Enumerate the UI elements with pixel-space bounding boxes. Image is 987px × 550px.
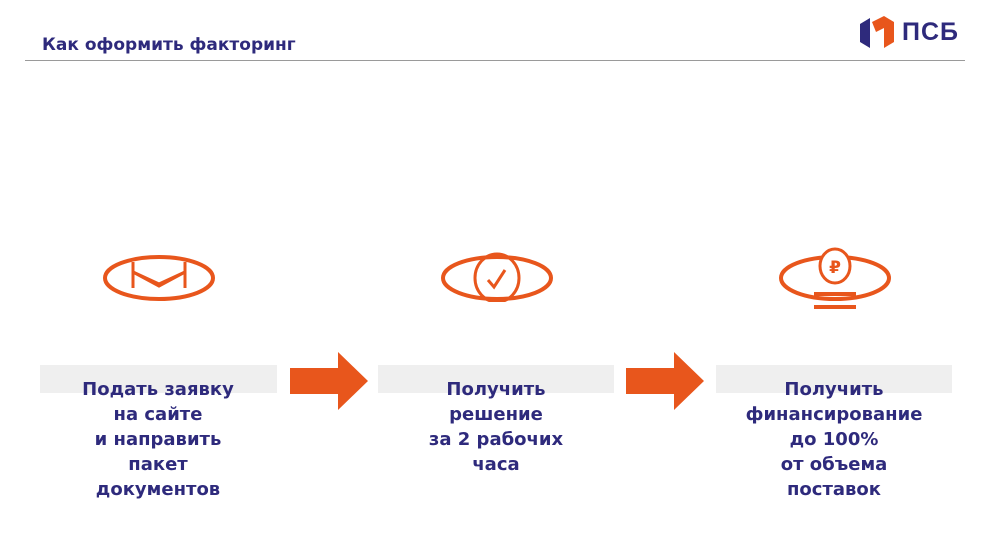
- step-1-text: Подать заявку на сайте и направить пакет…: [40, 377, 276, 502]
- step-3-text: Получить финансирование до 100% от объем…: [716, 377, 952, 502]
- step-2-box: [378, 365, 614, 393]
- title-divider: [25, 60, 965, 61]
- step-line: решение: [449, 404, 543, 425]
- step-line: часа: [472, 454, 520, 475]
- envelope-icon: [103, 255, 215, 301]
- page-title: Как оформить факторинг: [42, 35, 296, 55]
- step-3-box: [716, 365, 952, 393]
- arrow-right-icon: [290, 352, 368, 410]
- step-line: пакет: [128, 454, 188, 475]
- psb-logo: ПСБ: [860, 16, 959, 48]
- step-line: и направить: [94, 429, 222, 450]
- step-line: Получить: [446, 379, 546, 400]
- logo-text: ПСБ: [902, 17, 959, 46]
- step-line: за 2 рабочих: [428, 429, 564, 450]
- svg-text:₽: ₽: [829, 258, 841, 278]
- step-2-text: Получить решение за 2 рабочих часа: [378, 377, 614, 477]
- ruble-coin-icon: ₽: [779, 247, 891, 309]
- psb-logo-icon: [860, 16, 894, 48]
- step-line: на сайте: [113, 404, 203, 425]
- step-line: финансирование: [745, 404, 923, 425]
- step-line: поставок: [786, 479, 882, 500]
- step-line: Получить: [784, 379, 884, 400]
- step-line: Подать заявку: [82, 379, 234, 400]
- step-line: от объема: [780, 454, 888, 475]
- checkmark-icon: [441, 252, 553, 302]
- arrow-right-icon: [626, 352, 704, 410]
- step-line: документов: [95, 479, 221, 500]
- step-1-box: [40, 365, 277, 393]
- step-line: до 100%: [789, 429, 879, 450]
